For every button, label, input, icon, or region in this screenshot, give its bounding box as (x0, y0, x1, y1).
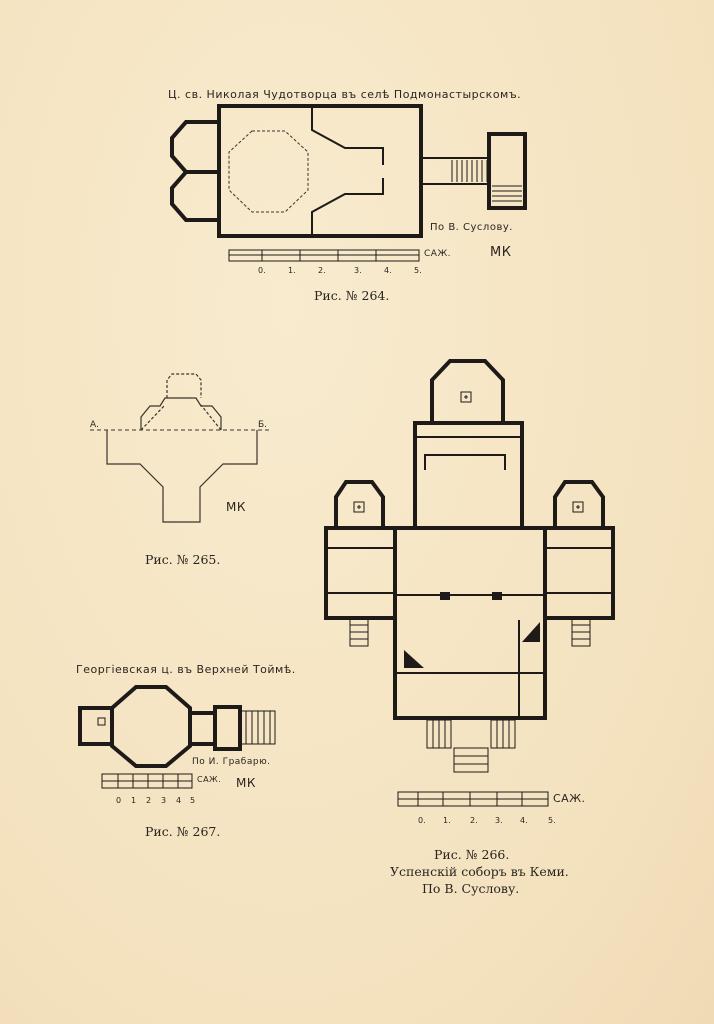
fig267-credit: По И. Грабарю. (192, 757, 271, 767)
fig265-label-a: А. (90, 420, 100, 430)
figure-265: А. Б. МК Рис. № 265. (0, 360, 330, 580)
fig267-tick-0: 0 (116, 796, 122, 805)
fig267-title: Георгіевская ц. въ Верхней Тоймѣ. (76, 663, 296, 676)
fig266-subtitle: Успенскій соборъ въ Кеми. (390, 864, 569, 879)
fig264-tick-0: 0. (258, 266, 266, 275)
fig264-tick-3: 3. (354, 266, 362, 275)
fig264-tick-5: 5. (414, 266, 422, 275)
fig265-diagram (90, 373, 270, 523)
fig265-caption: Рис. № 265. (145, 552, 221, 567)
fig264-tick-4: 4. (384, 266, 392, 275)
fig266-tick-4: 4. (520, 816, 528, 825)
figure-264: Ц. св. Николая Чудотворца въ селѣ Подмон… (0, 0, 714, 320)
fig264-monogram: МК (490, 245, 512, 260)
fig266-tick-0: 0. (418, 816, 426, 825)
fig264-tick-1: 1. (288, 266, 296, 275)
fig266-scale-unit: САЖ. (553, 792, 586, 805)
fig267-plan (78, 685, 276, 789)
fig266-credit: По В. Суслову. (422, 881, 520, 896)
fig264-credit: По В. Суслову. (430, 222, 513, 233)
fig265-label-b: Б. (258, 420, 268, 430)
fig267-tick-4: 4 (176, 796, 182, 805)
fig267-tick-5: 5 (190, 796, 196, 805)
fig267-caption: Рис. № 267. (145, 824, 221, 839)
fig264-tick-2: 2. (318, 266, 326, 275)
fig267-tick-3: 3 (161, 796, 167, 805)
fig266-tick-2: 2. (470, 816, 478, 825)
figure-267: Георгіевская ц. въ Верхней Тоймѣ. По И. … (0, 0, 330, 1024)
fig265-monogram: МК (226, 500, 246, 514)
fig266-tick-5: 5. (548, 816, 556, 825)
fig266-tick-1: 1. (443, 816, 451, 825)
fig267-monogram: МК (236, 776, 256, 790)
fig264-plan (170, 104, 527, 262)
fig264-scale-unit: САЖ. (424, 249, 451, 259)
fig264-caption: Рис. № 264. (314, 288, 390, 303)
fig267-scale-unit: САЖ. (197, 775, 222, 784)
fig267-tick-1: 1 (131, 796, 137, 805)
fig264-title: Ц. св. Николая Чудотворца въ селѣ Подмон… (168, 88, 522, 101)
fig266-tick-3: 3. (495, 816, 503, 825)
fig267-tick-2: 2 (146, 796, 152, 805)
fig266-caption: Рис. № 266. (434, 847, 510, 862)
